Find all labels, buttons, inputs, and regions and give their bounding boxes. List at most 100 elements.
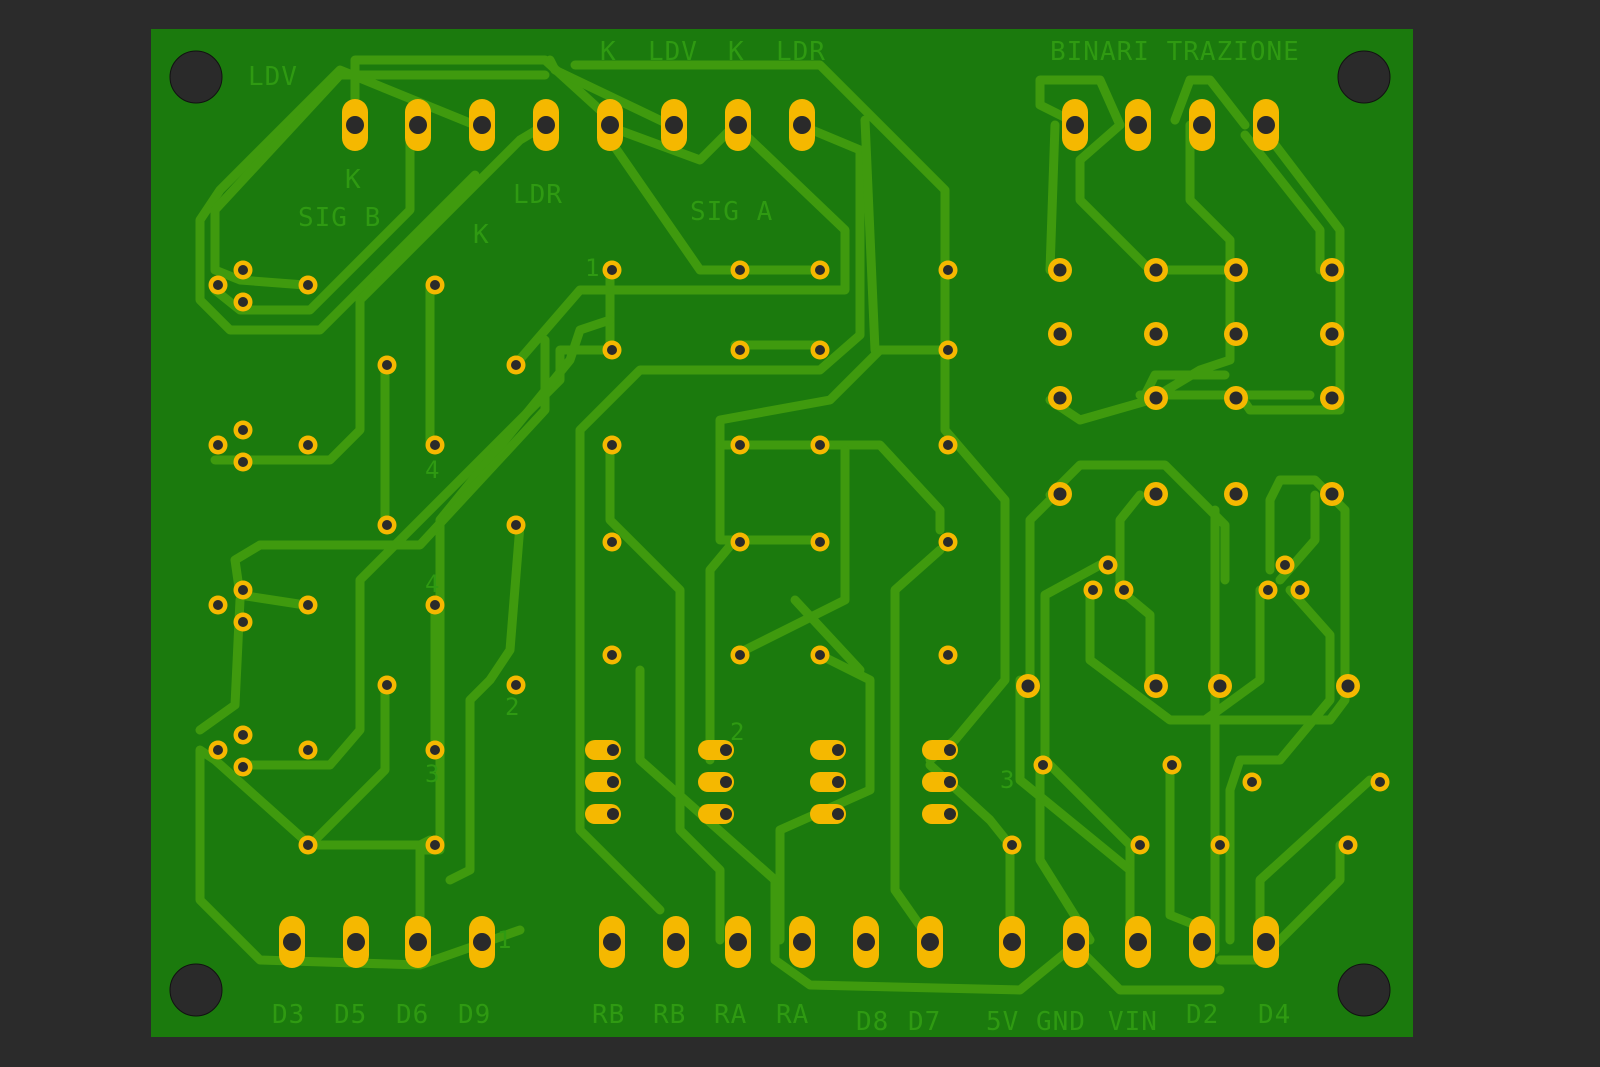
header-pad: [597, 99, 623, 151]
header-pad: [1253, 99, 1279, 151]
terminal-pad: [1048, 322, 1072, 346]
via-pad: [298, 595, 318, 615]
via-pad: [208, 740, 228, 760]
via-pad: [506, 675, 526, 695]
header-pad: [405, 916, 431, 968]
via-pad: [938, 645, 958, 665]
via-pad: [298, 835, 318, 855]
label-d8: D8: [856, 1007, 889, 1037]
label-d7: D7: [908, 1007, 941, 1037]
label-5v: 5V: [986, 1007, 1019, 1037]
header-pad: [405, 99, 431, 151]
label-ra1: RA: [714, 1000, 747, 1030]
via-pad: [208, 435, 228, 455]
via-pad: [377, 515, 397, 535]
component-pad: [585, 804, 621, 824]
label-pin3b: 3: [1000, 766, 1015, 794]
header-pad: [343, 916, 369, 968]
via-pad: [602, 340, 622, 360]
terminal-pad: [1336, 674, 1360, 698]
via-pad: [1002, 835, 1022, 855]
mounting-hole-tl: [169, 50, 223, 104]
via-pad: [938, 260, 958, 280]
label-pin2a: 2: [505, 693, 520, 721]
label-pin4a: 4: [425, 456, 440, 484]
label-k-top2: K: [728, 37, 745, 67]
component-pad: [698, 772, 734, 792]
label-ra2: RA: [776, 1000, 809, 1030]
label-vin: VIN: [1108, 1007, 1158, 1037]
terminal-pad: [1224, 386, 1248, 410]
label-sig-a: SIG A: [690, 197, 773, 227]
header-pads: [279, 99, 1279, 968]
header-pad: [1189, 99, 1215, 151]
via-pad: [1290, 580, 1310, 600]
mounting-holes: [169, 50, 1391, 1017]
via-pad: [938, 340, 958, 360]
component-pad: [922, 772, 958, 792]
component-pad: [810, 740, 846, 760]
via-pad: [810, 435, 830, 455]
label-pin1b: 1: [497, 926, 512, 954]
via-pad: [506, 515, 526, 535]
terminal-pad: [1320, 258, 1344, 282]
via-pads: [208, 258, 1390, 855]
via-pad: [298, 275, 318, 295]
via-pad: [425, 835, 445, 855]
component-pad: [585, 740, 621, 760]
label-d3: D3: [272, 1000, 305, 1030]
via-pad: [1033, 755, 1053, 775]
header-pad: [725, 99, 751, 151]
terminal-pad: [1144, 674, 1168, 698]
terminal-pad: [1320, 386, 1344, 410]
terminal-pad: [1208, 674, 1232, 698]
via-pad: [602, 532, 622, 552]
via-pad: [233, 260, 253, 280]
via-pad: [1098, 555, 1118, 575]
via-pad: [425, 595, 445, 615]
label-d9: D9: [458, 1000, 491, 1030]
via-pad: [233, 292, 253, 312]
label-ldv-top: LDV: [648, 37, 698, 67]
label-k-mid2: K: [473, 220, 490, 250]
via-pad: [1130, 835, 1150, 855]
via-pad: [425, 275, 445, 295]
mounting-hole-bl: [169, 963, 223, 1017]
header-pad: [469, 916, 495, 968]
header-pad: [1125, 99, 1151, 151]
mounting-hole-tr: [1337, 50, 1391, 104]
label-ldr-mid: LDR: [513, 180, 563, 210]
terminal-pad: [1144, 386, 1168, 410]
via-pad: [1258, 580, 1278, 600]
label-pin1: 1: [585, 254, 600, 282]
via-pad: [1114, 580, 1134, 600]
component-pad: [922, 740, 958, 760]
via-pad: [233, 725, 253, 745]
via-pad: [1370, 772, 1390, 792]
terminal-pad: [1320, 482, 1344, 506]
header-pad: [1062, 99, 1088, 151]
via-pad: [233, 452, 253, 472]
component-pad: [698, 804, 734, 824]
label-binari-trazione: BINARI TRAZIONE: [1050, 37, 1300, 67]
component-pads: [585, 740, 958, 824]
label-d2: D2: [1186, 1000, 1219, 1030]
via-pad: [602, 435, 622, 455]
label-pin4b: 4: [425, 570, 440, 598]
via-pad: [810, 645, 830, 665]
via-pad: [208, 275, 228, 295]
header-pad: [917, 916, 943, 968]
via-pad: [938, 435, 958, 455]
component-pad: [922, 804, 958, 824]
label-ldv: LDV: [248, 62, 298, 92]
header-pad: [342, 99, 368, 151]
component-pad: [698, 740, 734, 760]
via-pad: [730, 435, 750, 455]
header-pad: [599, 916, 625, 968]
header-pad: [279, 916, 305, 968]
via-pad: [1210, 835, 1230, 855]
terminal-pad: [1224, 322, 1248, 346]
terminal-pad: [1320, 322, 1344, 346]
label-sig-b: SIG B: [298, 203, 381, 233]
